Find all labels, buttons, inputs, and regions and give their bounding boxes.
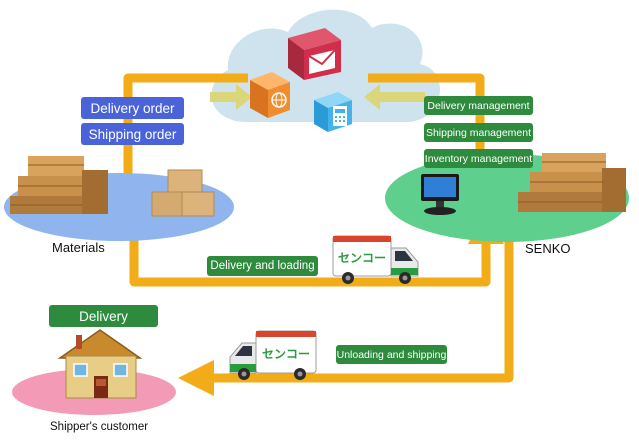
delivery-and-loading-tag: Delivery and loading xyxy=(207,256,318,276)
truck-icon: センコー xyxy=(332,235,419,284)
senko-label: SENKO xyxy=(525,241,571,256)
shipping-management-tag: Shipping management xyxy=(424,123,533,142)
unloading-and-shipping-tag: Unloading and shipping xyxy=(336,345,447,364)
shippers-customer-label: Shipper's customer xyxy=(50,421,149,433)
lumber-icon xyxy=(518,153,626,212)
lumber-icon xyxy=(10,156,108,214)
cloud-arrows xyxy=(210,84,425,110)
delivery-management-tag: Delivery management xyxy=(424,96,533,115)
delivery-tag: Delivery xyxy=(49,305,158,327)
truck-logo: センコー xyxy=(338,251,386,265)
truck-logo: センコー xyxy=(262,347,310,361)
box-icon xyxy=(151,169,215,217)
materials-label: Materials xyxy=(52,240,105,255)
shipping-order-tag: Shipping order xyxy=(81,123,184,145)
globe-icon xyxy=(250,72,290,118)
truck-icon: センコー xyxy=(229,330,317,380)
inventory-management-tag: Inventory management xyxy=(424,149,533,168)
mail-icon xyxy=(288,28,341,80)
delivery-order-tag: Delivery order xyxy=(81,97,184,119)
monitor-icon xyxy=(421,174,459,215)
fax-icon xyxy=(314,92,352,132)
house-icon xyxy=(57,329,143,399)
